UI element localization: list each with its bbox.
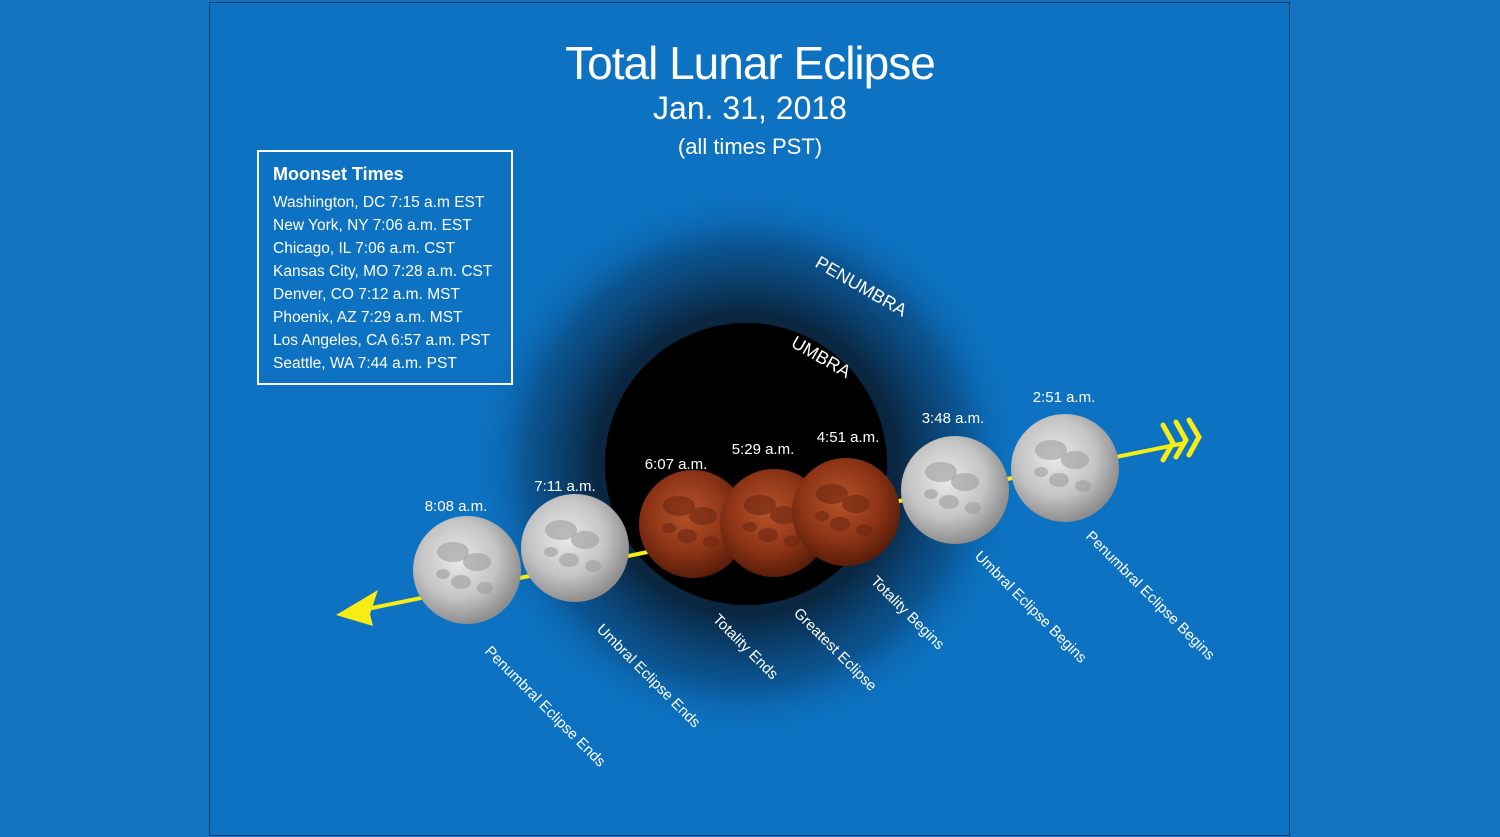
phase-event: Umbral Eclipse Begins (971, 548, 1090, 667)
full-moon (901, 436, 1009, 544)
phase-time: 8:08 a.m. (425, 498, 488, 515)
moonset-row: Chicago, IL 7:06 a.m. CST (273, 240, 456, 257)
moonset-row: Washington, DC 7:15 a.m EST (273, 194, 485, 211)
phase-time: 7:11 a.m. (534, 478, 595, 495)
blood-moon (792, 458, 900, 566)
phase-event: Penumbral Eclipse Begins (1082, 528, 1218, 664)
moonset-row: Kansas City, MO 7:28 a.m. CST (273, 263, 493, 280)
phase-time: 6:07 a.m. (645, 456, 708, 473)
full-moon (521, 494, 629, 602)
moonset-row: Los Angeles, CA 6:57 a.m. PST (273, 332, 491, 349)
moonset-times-box: Moonset Times Washington, DC 7:15 a.m ES… (257, 150, 513, 385)
moonset-row: Seattle, WA 7:44 a.m. PST (273, 355, 457, 372)
blood-moon (639, 470, 747, 578)
path-arrowhead-icon (336, 590, 378, 626)
moonset-row: New York, NY 7:06 a.m. EST (273, 217, 472, 234)
phase-time: 4:51 a.m. (817, 429, 880, 446)
full-moon (1011, 414, 1119, 522)
phase-time: 2:51 a.m. (1033, 389, 1096, 406)
eclipse-date: Jan. 31, 2018 (653, 90, 847, 126)
page-title: Total Lunar Eclipse (565, 37, 936, 89)
moonset-heading: Moonset Times (273, 164, 404, 184)
phase-time: 5:29 a.m. (732, 441, 795, 458)
phase-time: 3:48 a.m. (922, 410, 985, 427)
moonset-row: Phoenix, AZ 7:29 a.m. MST (273, 309, 463, 326)
timezone-note: (all times PST) (677, 134, 823, 159)
path-fletching-icon (1160, 417, 1202, 463)
moonset-row: Denver, CO 7:12 a.m. MST (273, 286, 460, 303)
full-moon (413, 516, 521, 624)
